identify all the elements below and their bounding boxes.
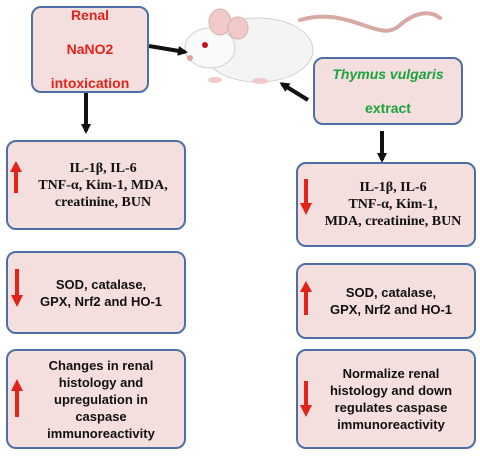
right-source-title: Thymus vulgaris bbox=[332, 65, 444, 82]
left-effect-box-3: Changes in renal histology and upregulat… bbox=[6, 349, 186, 449]
right-effect-box-3-text: Normalize renal histology and down regul… bbox=[329, 366, 453, 432]
left-source-line2: NaNO2 bbox=[66, 41, 114, 57]
right-effect-box-3: Normalize renal histology and down regul… bbox=[296, 349, 476, 449]
left-effect-box-1-text: IL-1β, IL-6 TNF-α, Kim-1, MDA, creatinin… bbox=[38, 160, 168, 210]
down-arrow-icon bbox=[300, 179, 312, 215]
up-arrow-icon bbox=[10, 161, 22, 193]
right-source-box: Thymus vulgaris extract bbox=[313, 57, 463, 125]
arrow-left-to-mouse bbox=[148, 44, 188, 56]
left-effect-box-1: IL-1β, IL-6 TNF-α, Kim-1, MDA, creatinin… bbox=[6, 140, 186, 230]
left-source-line1: Renal bbox=[70, 7, 110, 23]
mouse-illustration bbox=[184, 8, 442, 84]
right-effect-box-1: IL-1β, IL-6 TNF-α, Kim-1, MDA, creatinin… bbox=[296, 162, 476, 247]
left-source-box: Renal NaNO2 intoxication bbox=[31, 6, 149, 93]
right-effect-box-2-text: SOD, catalase, GPX, Nrf2 and HO-1 bbox=[329, 285, 453, 317]
right-effect-box-2: SOD, catalase, GPX, Nrf2 and HO-1 bbox=[296, 263, 476, 339]
up-arrow-icon bbox=[300, 281, 312, 315]
left-effect-box-2: SOD, catalase, GPX, Nrf2 and HO-1 bbox=[6, 251, 186, 334]
arrow-right-to-mouse bbox=[279, 82, 310, 102]
up-arrow-icon bbox=[11, 379, 23, 417]
left-source-line3: intoxication bbox=[50, 75, 130, 91]
right-effect-box-1-text: IL-1β, IL-6 TNF-α, Kim-1, MDA, creatinin… bbox=[324, 180, 462, 229]
left-effect-box-2-text: SOD, catalase, GPX, Nrf2 and HO-1 bbox=[39, 276, 163, 309]
down-arrow-icon bbox=[300, 381, 312, 417]
left-effect-box-3-text: Changes in renal histology and upregulat… bbox=[47, 357, 155, 441]
down-arrow-icon bbox=[11, 269, 23, 307]
right-source-subtitle: extract bbox=[365, 99, 411, 116]
